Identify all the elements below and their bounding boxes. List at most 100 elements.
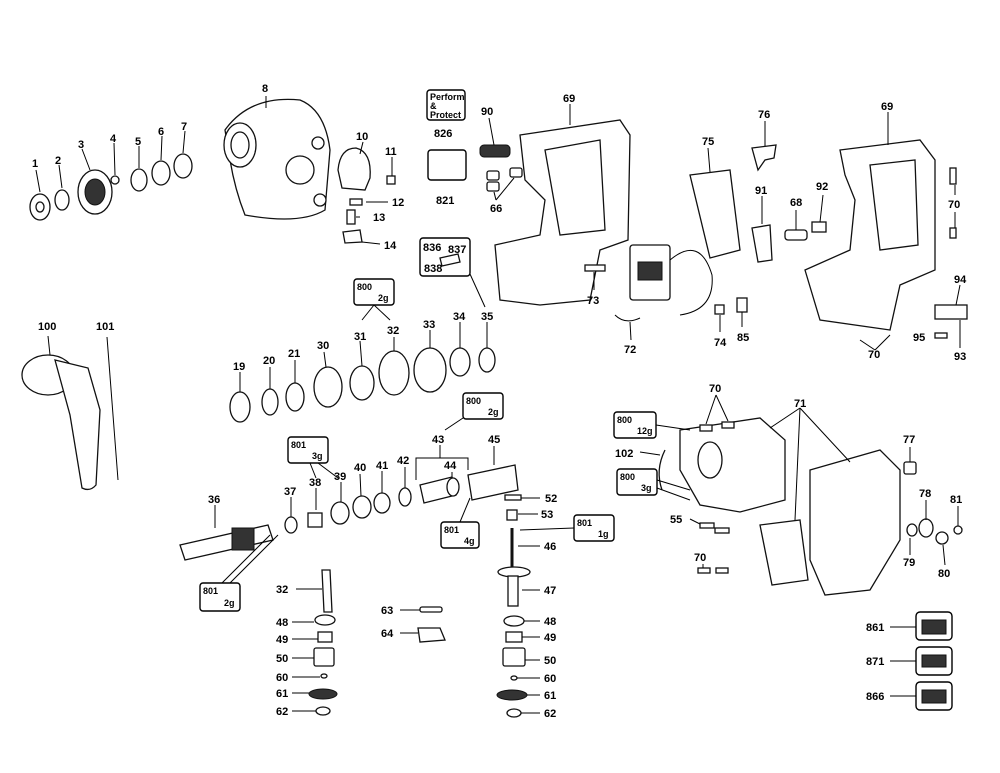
label-p90: 90: [481, 106, 493, 118]
label-p836: 836: [423, 242, 441, 254]
callout-c8-code: 800: [620, 472, 635, 482]
label-p40: 40: [354, 462, 366, 474]
brush-callout-box: [419, 237, 486, 308]
callout-c7-qty: 12g: [637, 426, 653, 436]
label-p866: 866: [866, 691, 884, 703]
callout-c6-qty: 2g: [224, 598, 235, 608]
label-p5: 5: [135, 136, 141, 148]
label-p81: 81: [950, 494, 962, 506]
label-p70c: 70: [709, 383, 721, 395]
label-p69a: 69: [563, 93, 575, 105]
spindle-parts-row: [179, 445, 519, 561]
label-p70d: 70: [694, 552, 706, 564]
ring-parts-row: [229, 322, 496, 423]
housing-half-right: [804, 112, 957, 351]
label-p49a: 49: [276, 634, 288, 646]
label-p102: 102: [615, 448, 633, 460]
label-p74: 74: [714, 337, 727, 349]
label-p72: 72: [624, 344, 636, 356]
label-p60a: 60: [276, 672, 288, 684]
part-number-labels: 1 2 3 4 5 6 7 8 10 11 12 13 14 Perform &…: [32, 83, 967, 720]
label-p41: 41: [376, 460, 388, 472]
small-parts-10-14: [337, 141, 396, 245]
label-parts-group: [426, 89, 467, 181]
callout-c6-code: 801: [203, 586, 218, 596]
switch-parts-group: [751, 121, 827, 263]
callout-c1-qty: 2g: [378, 293, 389, 303]
label-p838: 838: [424, 263, 442, 275]
screw-parts-lower: [689, 518, 730, 574]
callout-c2-qty: 2g: [488, 407, 499, 417]
label-p78: 78: [919, 488, 931, 500]
label-p94: 94: [954, 274, 967, 286]
label-p36: 36: [208, 494, 220, 506]
label-p20: 20: [263, 355, 275, 367]
label-p2: 2: [55, 155, 61, 167]
grease-callout-c4: [440, 497, 480, 549]
label-p821: 821: [436, 195, 454, 207]
label-p70b: 70: [868, 349, 880, 361]
grease-callout-c8: [616, 468, 691, 501]
label-p95: 95: [913, 332, 925, 344]
label-p48a: 48: [276, 617, 288, 629]
chuck-parts-group: [29, 130, 193, 221]
label-p68: 68: [790, 197, 802, 209]
housing-half-left: [494, 104, 631, 306]
label-p85: 85: [737, 332, 749, 344]
right-gear-stack: [496, 615, 540, 718]
grease-callout-c2: [444, 392, 504, 431]
label-p35: 35: [481, 311, 493, 323]
label-p6: 6: [158, 126, 164, 138]
label-p12: 12: [392, 197, 404, 209]
label-p49b: 49: [544, 632, 556, 644]
label-p52: 52: [545, 493, 557, 505]
label-p861: 861: [866, 622, 884, 634]
callout-c3-qty: 3g: [312, 451, 323, 461]
label-p66: 66: [490, 203, 502, 215]
label-p77: 77: [903, 434, 915, 446]
label-p76: 76: [758, 109, 770, 121]
left-gear-stack: [292, 569, 338, 716]
label-p50a: 50: [276, 653, 288, 665]
gear-housing-group: [639, 394, 901, 596]
label-p43: 43: [432, 434, 444, 446]
grease-callout-c5: [519, 514, 615, 542]
label-p30: 30: [317, 340, 329, 352]
label-p60b: 60: [544, 673, 556, 685]
label-p33: 33: [423, 319, 435, 331]
parts-63-64: [400, 606, 446, 643]
label-p93: 93: [954, 351, 966, 363]
label-p1: 1: [32, 158, 38, 170]
label-p61b: 61: [544, 690, 556, 702]
label-p101: 101: [96, 321, 114, 333]
label-p32b: 32: [276, 584, 288, 596]
callout-c5-qty: 1g: [598, 529, 609, 539]
callout-c2-code: 800: [466, 396, 481, 406]
accessory-boxes: [890, 611, 953, 711]
label-p69b: 69: [881, 101, 893, 113]
label-p61a: 61: [276, 688, 288, 700]
label-p53: 53: [541, 509, 553, 521]
callout-c5-code: 801: [577, 518, 592, 528]
label-p32a: 32: [387, 325, 399, 337]
label-p11: 11: [385, 146, 397, 158]
label-p871: 871: [866, 656, 884, 668]
label-p3: 3: [78, 139, 84, 151]
callout-c7-code: 800: [617, 415, 632, 425]
callout-c4-qty: 4g: [464, 536, 475, 546]
label-p45: 45: [488, 434, 500, 446]
label-p55: 55: [670, 514, 682, 526]
label-p42: 42: [397, 455, 409, 467]
parts-77-81: [903, 447, 963, 566]
perform-protect-line3: Protect: [430, 110, 461, 120]
label-p100: 100: [38, 321, 56, 333]
label-p70a: 70: [948, 199, 960, 211]
grease-callout-c3: [287, 436, 339, 479]
label-p92: 92: [816, 181, 828, 193]
label-p44: 44: [444, 460, 457, 472]
parts-90-66: [479, 117, 523, 201]
label-p50b: 50: [544, 655, 556, 667]
front-housing-group: [223, 96, 331, 220]
label-p91: 91: [755, 185, 767, 197]
side-handle-group: [21, 335, 119, 491]
